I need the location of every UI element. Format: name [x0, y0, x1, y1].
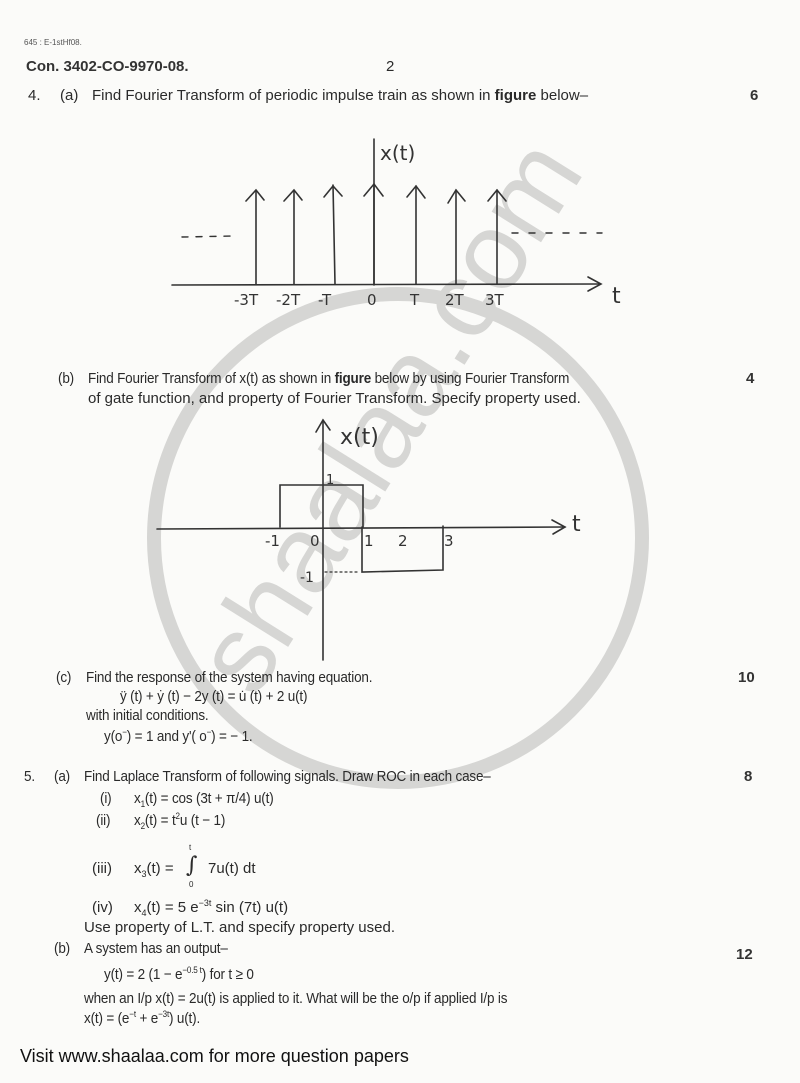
q5a-item-ii: x2(t) = t2u (t − 1): [134, 811, 226, 831]
q4c-text-line3: with initial conditions.: [86, 707, 209, 724]
q4c-equation: ÿ (t) + ẏ (t) − 2y (t) = u̇ (t) + 2 u(t): [120, 688, 308, 705]
question-4-number: 4.: [28, 87, 41, 104]
svg-text:x(t): x(t): [380, 141, 415, 165]
q4a-label: (a): [60, 87, 79, 104]
svg-text:t: t: [612, 284, 621, 309]
q4b-text-line2: of gate function, and property of Fourie…: [88, 390, 581, 407]
svg-text:T: T: [409, 291, 420, 309]
svg-text:-3T: -3T: [234, 291, 259, 309]
q4c-marks: 10: [738, 669, 755, 686]
q5a-marks: 8: [744, 768, 753, 785]
svg-text:1: 1: [326, 473, 334, 488]
q5b-text-line3: when an I/p x(t) = 2u(t) is applied to i…: [84, 990, 508, 1007]
q4a-text: Find Fourier Transform of periodic impul…: [92, 87, 589, 104]
q5b-input-equation: x(t) = (e−t + e−3t) u(t).: [84, 1009, 201, 1028]
q5a-item-i: x1(t) = cos (3t + π/4) u(t): [134, 790, 274, 809]
svg-text:2T: 2T: [445, 291, 465, 309]
page-number: 2: [386, 58, 395, 75]
svg-text:3: 3: [444, 532, 454, 550]
q5b-text-line1: A system has an output–: [84, 940, 228, 957]
q5a-item-iii-integrand: 7u(t) dt: [208, 860, 256, 877]
integral-lower-limit: 0: [189, 880, 194, 889]
paper-code: Con. 3402-CO-9970-08.: [26, 58, 189, 75]
svg-text:-2T: -2T: [276, 291, 301, 309]
q5a-item-iv: x4(t) = 5 e−3t sin (7t) u(t): [134, 898, 289, 918]
q5b-marks: 12: [736, 946, 753, 963]
q5a-note: Use property of L.T. and specify propert…: [84, 919, 395, 936]
svg-text:3T: 3T: [485, 291, 505, 309]
svg-text:shaalaa.com: shaalaa.com: [171, 119, 606, 713]
svg-text:2: 2: [398, 532, 408, 550]
q5a-item-iii-label: (iii): [92, 860, 112, 877]
svg-text:-1: -1: [265, 532, 280, 550]
svg-text:-1: -1: [300, 570, 314, 586]
integral-sign: ∫: [186, 853, 198, 878]
q4c-label: (c): [56, 669, 72, 686]
svg-text:x(t): x(t): [340, 425, 379, 450]
q5a-label: (a): [54, 768, 70, 785]
integral-upper-limit: t: [189, 843, 192, 852]
q4b-text-line1: Find Fourier Transform of x(t) as shown …: [88, 370, 570, 387]
q5a-item-iii: x3(t) =: [134, 860, 174, 879]
q5a-text: Find Laplace Transform of following sign…: [84, 768, 491, 785]
svg-text:0: 0: [367, 291, 377, 309]
svg-text:0: 0: [310, 532, 320, 550]
svg-text:-T: -T: [318, 291, 332, 309]
q4b-label: (b): [58, 370, 74, 387]
svg-text:t: t: [572, 512, 581, 537]
q4c-initial-conditions: y(o−) = 1 and y'( o−) = − 1.: [104, 727, 253, 746]
reference-code: 645 : E-1stHf08.: [24, 38, 82, 47]
footer-link-text: Visit www.shaalaa.com for more question …: [20, 1046, 409, 1066]
svg-text:1: 1: [364, 532, 374, 550]
question-5-number: 5.: [24, 768, 35, 785]
q4a-marks: 6: [750, 87, 759, 104]
q5a-item-ii-label: (ii): [96, 812, 111, 829]
q5b-label: (b): [54, 940, 70, 957]
q5a-item-iv-label: (iv): [92, 899, 113, 916]
q4c-text-line1: Find the response of the system having e…: [86, 669, 373, 686]
q4b-marks: 4: [746, 370, 755, 387]
q5b-output-equation: y(t) = 2 (1 − e−0.5 t) for t ≥ 0: [104, 965, 254, 984]
q5a-item-i-label: (i): [100, 790, 112, 807]
